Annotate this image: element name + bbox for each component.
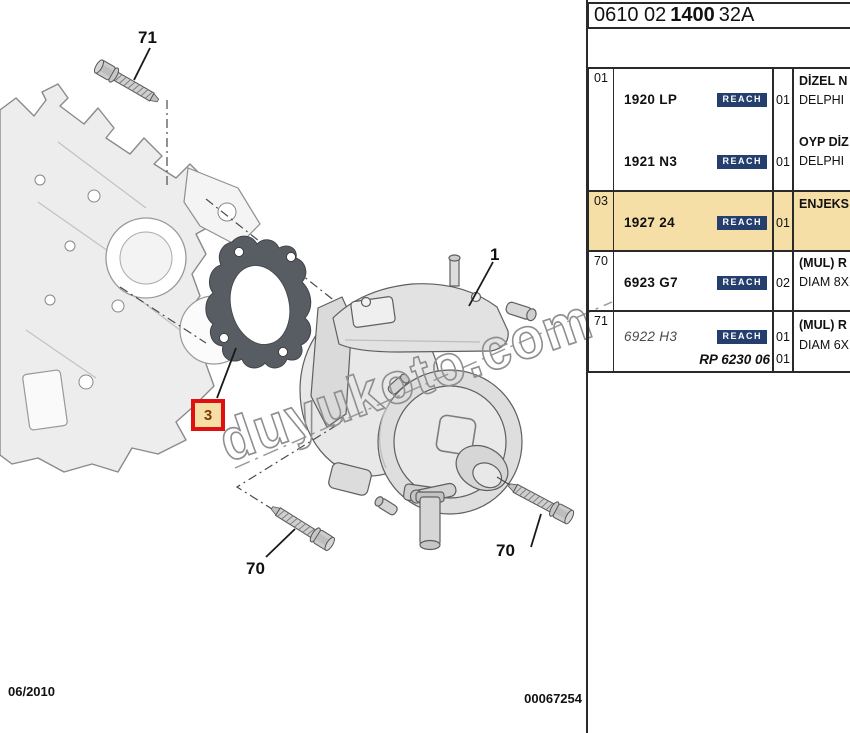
ref-cell: 71 [589,312,614,371]
desc-cell: DİZEL N DELPHI OYP DİZ DELPHI [796,69,850,190]
ref-number: 70 [594,254,608,268]
desc-cell: ENJEKS [796,192,850,250]
callout-71: 71 [138,28,157,47]
desc-line: OYP DİZ [799,135,849,149]
callout-3-box: 3 [191,399,225,431]
callout-1: 1 [490,245,500,264]
leader-70-left [265,528,296,558]
ref-cell: 70 [589,252,614,310]
reach-badge[interactable]: REACH [717,92,767,107]
callout-70-left: 70 [246,559,265,578]
ref-cell: 03 [589,192,614,250]
reach-badge[interactable]: REACH [717,215,767,230]
qty-cell: 01 01 [774,312,794,371]
part-number[interactable]: 1927 24 [624,215,675,230]
desc-line: DIAM 6X [799,338,850,352]
qty-cell: 02 [774,252,794,310]
desc-line: (MUL) R [799,256,847,270]
part-number[interactable]: 1921 N3 [624,154,678,169]
reach-badge[interactable]: REACH [717,154,767,169]
part-number[interactable]: 1920 LP [624,92,678,107]
footer-doc-number: 00067254 [524,691,582,706]
reach-badge[interactable]: REACH [717,329,767,344]
table-row-70: 70 6923 G7 REACH 02 (MUL) R DIAM 8X [589,250,850,310]
part-cell: 1927 24 REACH [614,192,774,250]
watermark-strike-line [234,301,613,469]
desc-line: DİZEL N [799,74,848,88]
desc-line: DELPHI [799,154,845,168]
qty-value: 01 [776,352,790,366]
reach-badge[interactable]: REACH [717,275,767,290]
part-code-suffix: 32A [718,4,755,26]
leader-71 [133,47,151,81]
desc-cell: (MUL) R DIAM 8X [796,252,850,310]
parts-table: 01 1920 LP REACH 1921 N3 REACH 01 01 DİZ… [587,67,850,373]
desc-line: DIAM 8X [799,275,850,289]
ref-cell: 01 [589,69,614,190]
desc-cell: (MUL) R DIAM 6X [796,312,850,371]
table-row-03-highlighted: 03 1927 24 REACH 01 ENJEKS [589,190,850,250]
pump-outlet-pipe [419,496,441,546]
desc-line: DELPHI [799,93,845,107]
qty-cell: 01 [774,192,794,250]
part-cell: 1920 LP REACH 1921 N3 REACH [614,69,774,190]
table-row-71: 71 6922 H3 REACH RP 6230 06 01 01 (MUL) … [589,310,850,371]
part-number[interactable]: 6923 G7 [624,275,678,290]
engine-block-illustration [0,83,261,473]
leader-3 [216,347,237,399]
ref-number: 03 [594,194,608,208]
qty-value: 02 [776,276,790,290]
leader-70-right [530,513,542,548]
bolt-71-illustration [91,57,163,108]
gasket-illustration [205,235,312,369]
part-code-prefix: 0610 02 [594,4,667,26]
alignment-line-left-bolt [235,424,338,515]
ref-number: 71 [594,314,608,328]
qty-value: 01 [776,330,790,344]
qty-value: 01 [776,155,790,169]
callout-70-right: 70 [496,541,515,560]
part-cell: 6922 H3 REACH RP 6230 06 [614,312,774,371]
desc-line: (MUL) R [799,318,847,332]
leader-lines [133,47,542,558]
replacement-part-code: RP 6230 06 [699,352,770,367]
ref-number: 01 [594,71,608,85]
block-window [22,369,68,431]
qty-cell: 01 01 [774,69,794,190]
leader-1 [468,261,494,307]
axis-line-block-gasket [119,286,207,344]
qty-value: 01 [776,93,790,107]
table-row-01: 01 1920 LP REACH 1921 N3 REACH 01 01 DİZ… [589,69,850,190]
desc-line: ENJEKS [799,197,850,211]
part-number[interactable]: 6922 H3 [624,329,678,344]
qty-value: 01 [776,216,790,230]
gasket-hole [229,265,291,345]
callout-3-label: 3 [203,406,213,424]
footer-date: 06/2010 [8,684,55,699]
injection-pump-illustration [299,254,537,551]
part-cell: 6923 G7 REACH [614,252,774,310]
part-code-family: 1400 [670,4,715,26]
